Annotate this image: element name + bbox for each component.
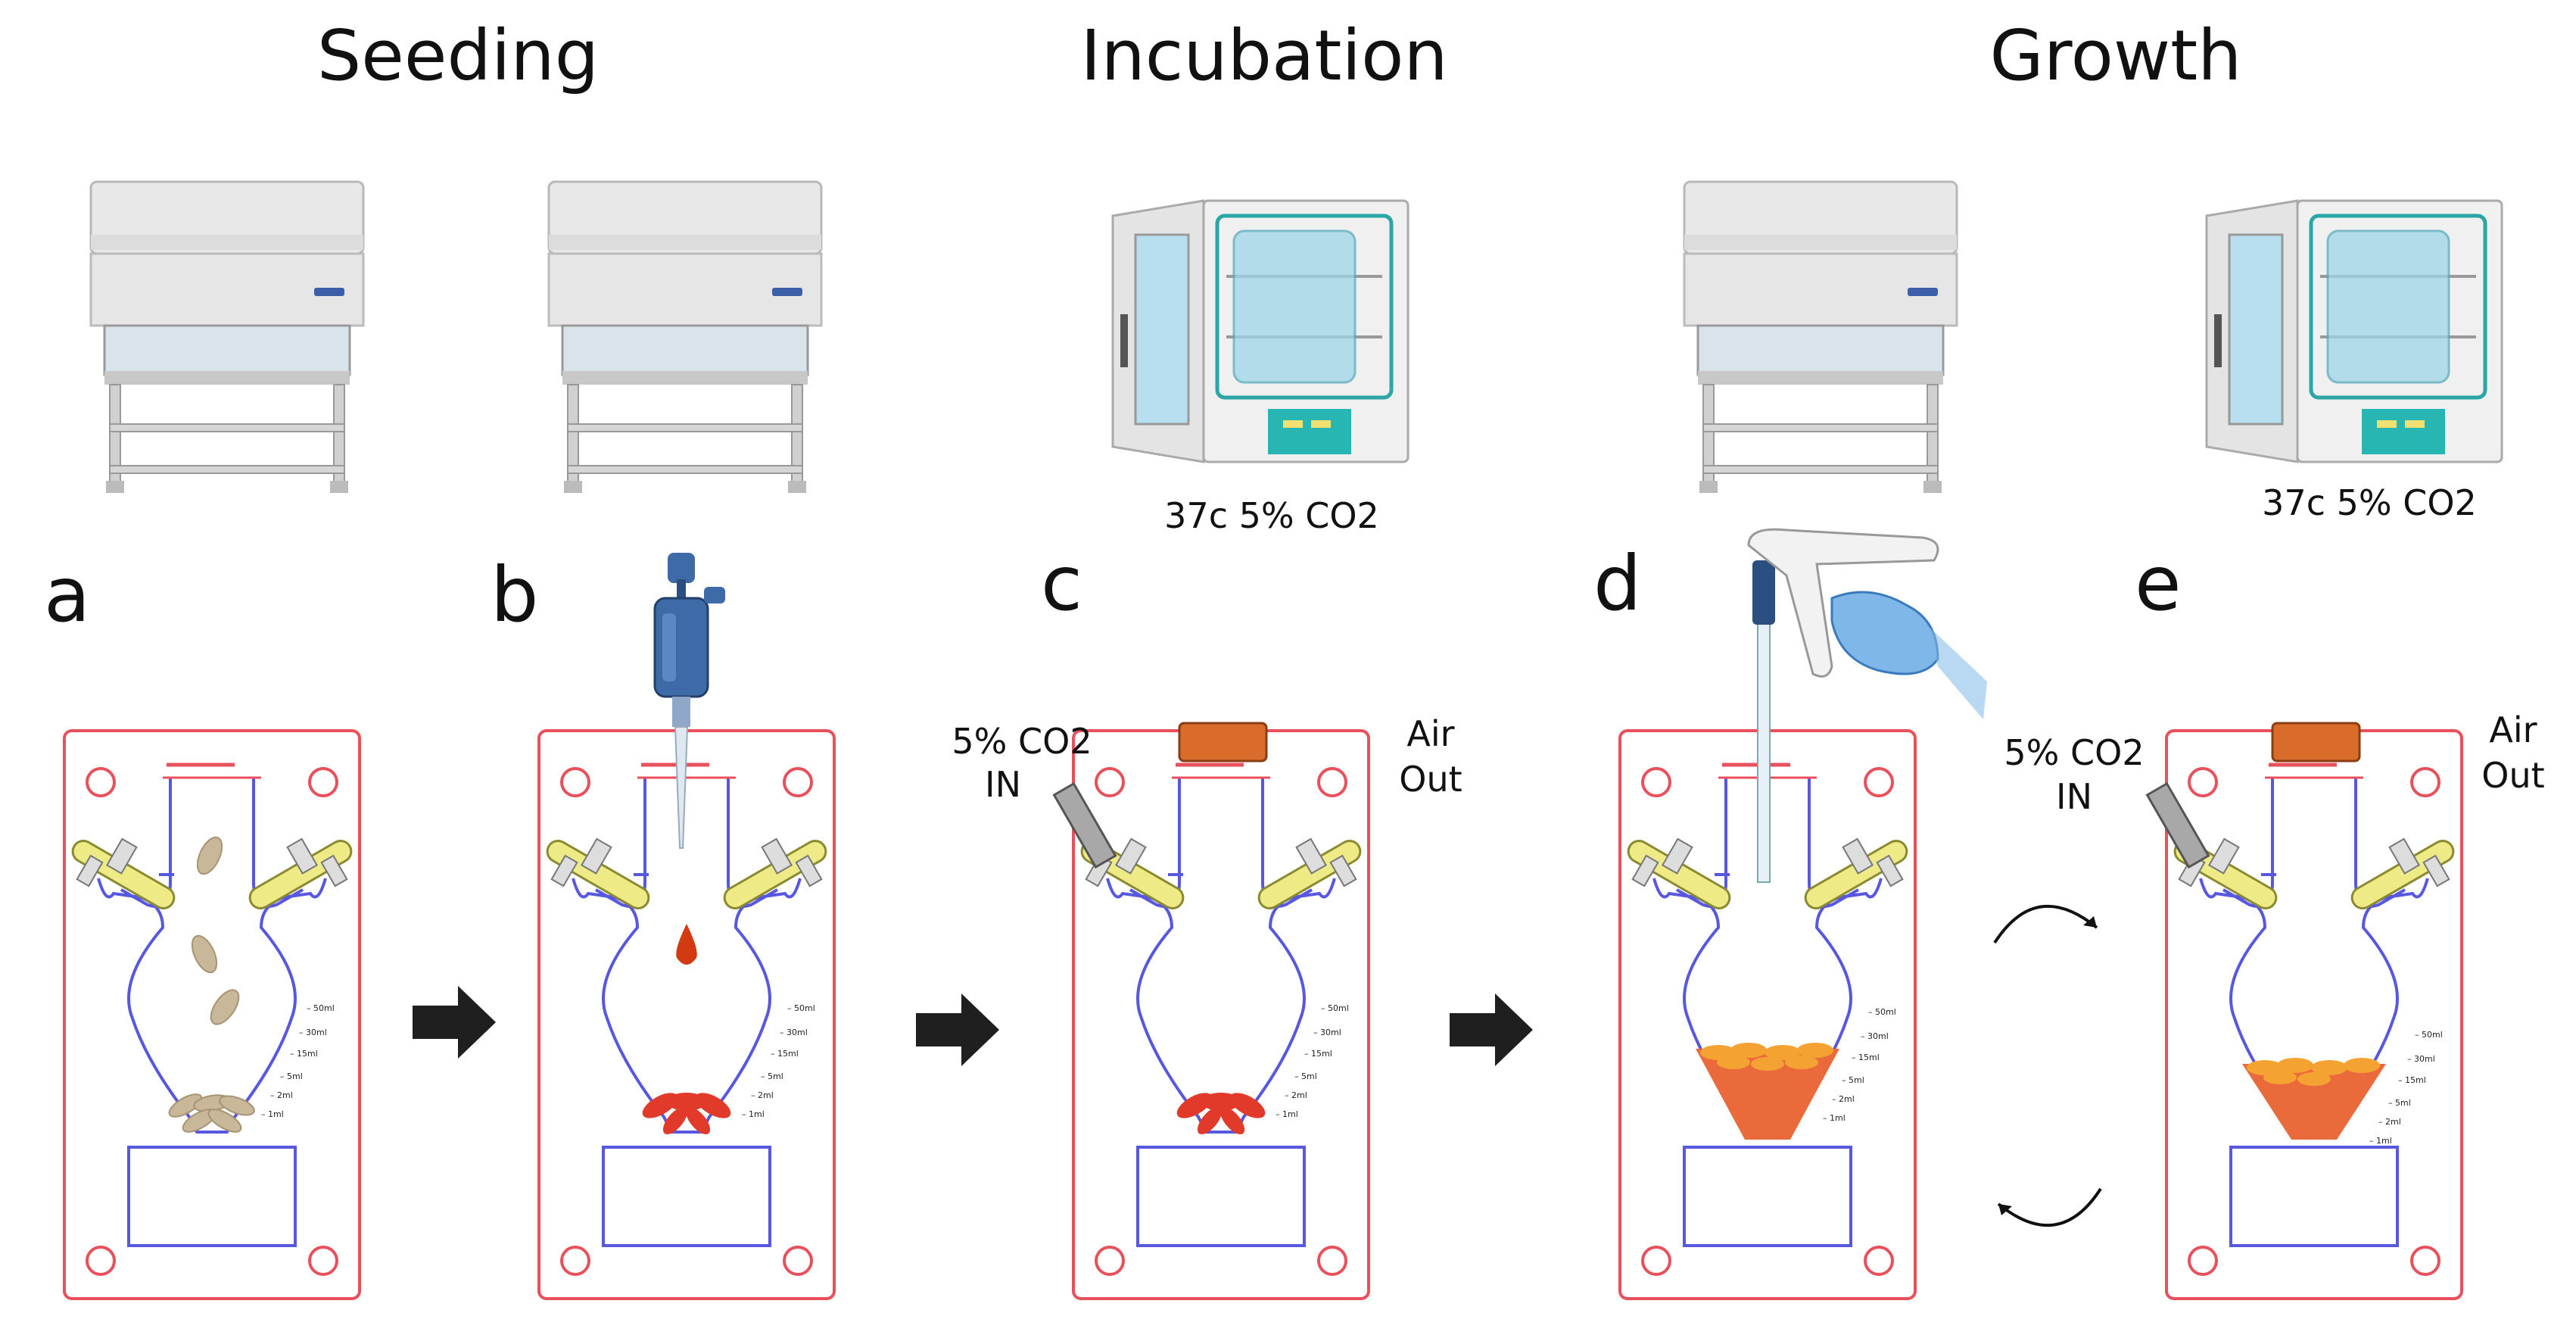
graduation-label: – 2ml [1285,1090,1307,1100]
graduation-label: – 50ml [1868,1007,1896,1017]
panel-label-c: c [1041,539,1082,628]
port-label-e-in-line2: IN [2056,776,2092,817]
biosafety-cabinet-icon [547,180,823,494]
graduation-scale: – 50ml – 30ml – 15ml – 5ml – 2ml – 1ml [1276,1003,1349,1119]
graduation-label: – 15ml [771,1049,799,1059]
panel-label-d: d [1593,539,1641,628]
arrow-right-icon [1450,993,1533,1066]
port-label-e-out-line2: Out [2481,755,2544,796]
flask-cap-icon [1178,722,1268,763]
port-label-c-in-line2: IN [985,764,1021,805]
co2-incubator-icon [1113,201,1408,462]
three-neck-flask-icon [2163,731,2465,1299]
three-neck-flask-icon [535,731,838,1299]
biosafety-cabinet-icon [89,180,365,494]
port-label-e-in-line1: 5% CO2 [2004,732,2144,773]
three-neck-flask-icon [1070,731,1372,1299]
arrow-right-icon [916,993,999,1066]
graduation-label: – 15ml [290,1049,318,1059]
graduation-scale: – 50ml – 30ml – 15ml – 5ml – 2ml – 1ml [1823,1007,1896,1123]
graduation-label: – 15ml [1852,1053,1880,1062]
gas-inlet-tube-icon [2145,781,2210,869]
graduation-label: – 1ml [1276,1109,1298,1119]
graduation-label: – 1ml [261,1109,284,1119]
seed-particles [168,836,255,1133]
graduation-label: – 5ml [761,1071,783,1081]
graduation-label: – 1ml [742,1109,765,1119]
graduation-label: – 2ml [270,1090,293,1100]
gas-inlet-tube-icon [1052,781,1117,869]
graduation-label: – 2ml [751,1090,774,1100]
graduation-label: – 15ml [1304,1049,1332,1059]
graduation-label: – 50ml [307,1003,335,1013]
graduation-label: – 5ml [2388,1098,2411,1108]
cells-red [1176,1093,1266,1135]
droplet-icon [676,924,697,965]
flask-panel-e [2145,722,2465,1299]
graduation-label: – 30ml [2407,1054,2435,1064]
panel-label-e: e [2135,539,2182,628]
graduation-label: – 30ml [780,1028,808,1037]
graduation-scale: – 50ml – 30ml – 15ml – 5ml – 2ml – 1ml [261,1003,335,1119]
graduation-label: – 2ml [1832,1094,1855,1104]
graduation-label: – 30ml [1861,1031,1889,1041]
flask-panel-b [535,731,838,1299]
pipette-controller-icon [1747,528,1987,883]
incubation-conditions-label: 37c 5% CO2 [1164,495,1379,536]
graduation-label: – 5ml [1842,1075,1864,1085]
arrow-right-icon [413,986,496,1059]
graduation-label: – 1ml [2369,1136,2392,1146]
port-label-c-out-line2: Out [1399,759,1462,800]
growth-incubation-conditions-label: 37c 5% CO2 [2262,482,2477,523]
flask-panel-a [61,731,363,1299]
graduation-label: – 30ml [299,1028,327,1037]
graduation-label: – 5ml [280,1071,303,1081]
port-label-c-in-line1: 5% CO2 [952,721,1092,762]
gloved-hand-icon [1830,591,1939,675]
cells-orange [1700,1043,1833,1071]
flask-cap-icon [2271,722,2361,763]
graduation-label: – 50ml [1321,1003,1349,1013]
flask-panel-d [1616,731,1919,1299]
cells-orange [2247,1058,2380,1086]
panel-label-a: a [44,550,90,639]
graduation-scale: – 50ml – 30ml – 15ml – 5ml – 2ml – 1ml [2369,1030,2443,1146]
graduation-label: – 2ml [2378,1117,2401,1127]
graduation-label: – 30ml [1313,1028,1341,1037]
stage-title-growth: Growth [1989,15,2241,96]
cells-red [642,1093,731,1135]
biosafety-cabinet-icon [1683,180,1958,494]
panel-label-b: b [491,550,538,639]
stage-title-incubation: Incubation [1080,15,1447,96]
graduation-label: – 50ml [787,1003,815,1013]
stage-title-seeding: Seeding [317,15,599,96]
micropipette-icon [653,553,725,849]
flask-panel-c [1052,722,1372,1299]
graduation-label: – 5ml [1294,1071,1317,1081]
graduation-scale: – 50ml – 30ml – 15ml – 5ml – 2ml – 1ml [742,1003,815,1119]
cycle-arrows-icon [1993,904,2102,1227]
co2-incubator-icon [2207,201,2502,462]
culture-medium [1696,1049,1839,1140]
port-label-c-out-line1: Air [1406,713,1454,754]
graduation-label: – 1ml [1823,1113,1846,1123]
port-label-e-out-line1: Air [2489,710,2537,750]
graduation-label: – 15ml [2398,1075,2426,1085]
graduation-label: – 50ml [2415,1030,2443,1040]
